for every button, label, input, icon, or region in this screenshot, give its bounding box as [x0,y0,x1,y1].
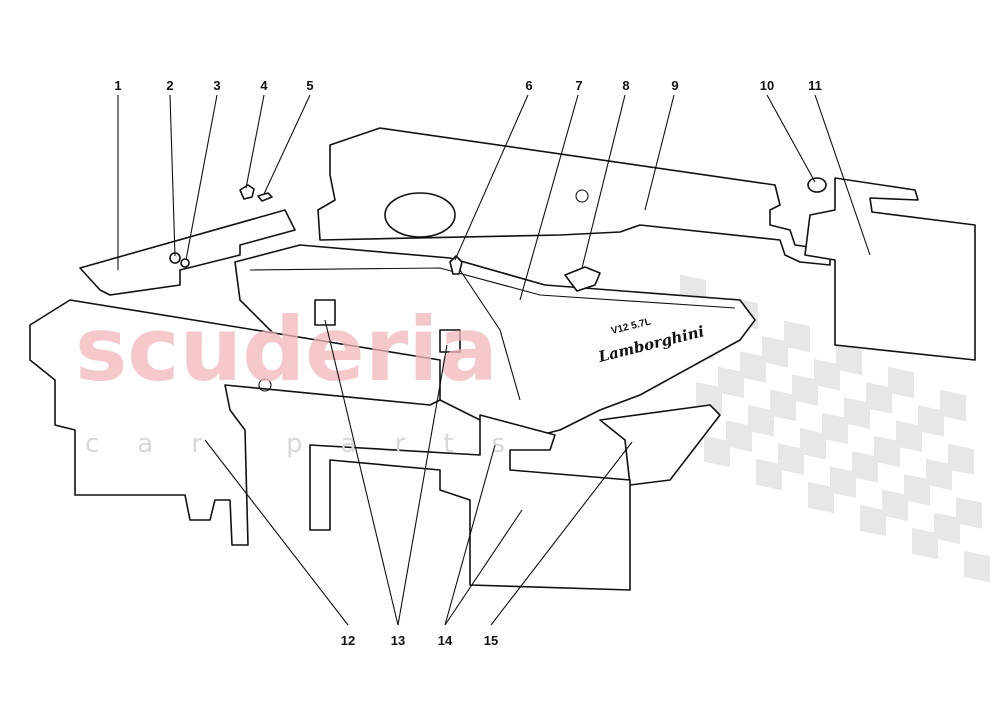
callout-2: 2 [166,78,173,93]
flag-square [792,374,818,406]
part-13-clip-a [314,299,336,326]
watermark-sub: car parts [85,429,543,459]
part-3-washer [180,258,190,268]
callout-labels: 1 2 3 4 5 6 7 8 9 10 11 12 13 14 15 [114,78,821,648]
flag-square [778,443,804,475]
flag-square [836,343,862,376]
flag-square [822,412,848,445]
flag-square [756,458,782,491]
flag-square [762,335,788,368]
flag-square [726,420,752,452]
flag-square [814,359,840,391]
part-4-clip [239,184,255,200]
flag-square [784,320,810,353]
flag-square [948,443,974,476]
part-13-clip-b [439,329,461,353]
flag-square [934,512,960,545]
flag-square [852,451,878,483]
flag-square [800,428,826,460]
callout-11: 11 [808,78,822,93]
flag-square [918,405,944,437]
part-5-screw [257,192,273,202]
flag-square [830,466,856,498]
part-9-hole [575,189,589,203]
part-15-bracket [599,404,721,486]
flag-square [904,474,930,506]
part-8-clips [564,266,601,292]
flag-square [874,435,900,468]
flag-square [882,489,908,522]
flag-square [808,481,834,514]
part-9-rear-panel [317,127,831,266]
callout-7: 7 [575,78,582,93]
callout-1: 1 [114,78,121,93]
callout-13: 13 [391,633,405,648]
flag-square [718,366,744,399]
flag-square [704,435,730,468]
callout-3: 3 [213,78,220,93]
flag-square [912,527,938,560]
flag-square [926,458,952,491]
flag-square [956,497,982,529]
flag-square [740,351,766,383]
callout-12: 12 [341,633,355,648]
callout-15: 15 [484,633,498,648]
part-10-grommet [807,177,827,193]
part-12-hole [258,378,272,392]
part-14-lower-panel [309,414,631,591]
callout-4: 4 [260,78,268,93]
flag-square [964,550,990,583]
callout-14: 14 [438,633,453,648]
flag-square [770,389,796,422]
watermark-brand: scuderia [75,298,498,401]
callout-8: 8 [622,78,629,93]
callout-6: 6 [525,78,532,93]
part-11-side-panel [804,177,976,361]
part-6-fastener [449,255,463,275]
flag-square [860,504,886,537]
callout-9: 9 [671,78,678,93]
flag-square [888,366,914,399]
flag-square [748,404,774,437]
callout-10: 10 [760,78,774,93]
leader-lines [117,94,871,626]
flag-square [866,382,892,414]
callout-5: 5 [306,78,313,93]
flag-square [940,389,966,422]
flag-square [844,397,870,429]
part-9-dome [384,192,456,238]
flag-square [896,420,922,452]
